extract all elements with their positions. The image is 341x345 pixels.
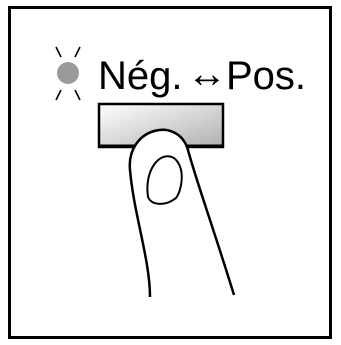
toggle-arrow-icon: ↔ <box>187 52 227 96</box>
indicator-lamp-icon <box>56 47 80 100</box>
label-negative: Nég. <box>98 54 183 98</box>
finger-press-icon <box>130 130 234 297</box>
indicator-light <box>57 62 79 84</box>
label-positive: Pos. <box>226 54 306 98</box>
